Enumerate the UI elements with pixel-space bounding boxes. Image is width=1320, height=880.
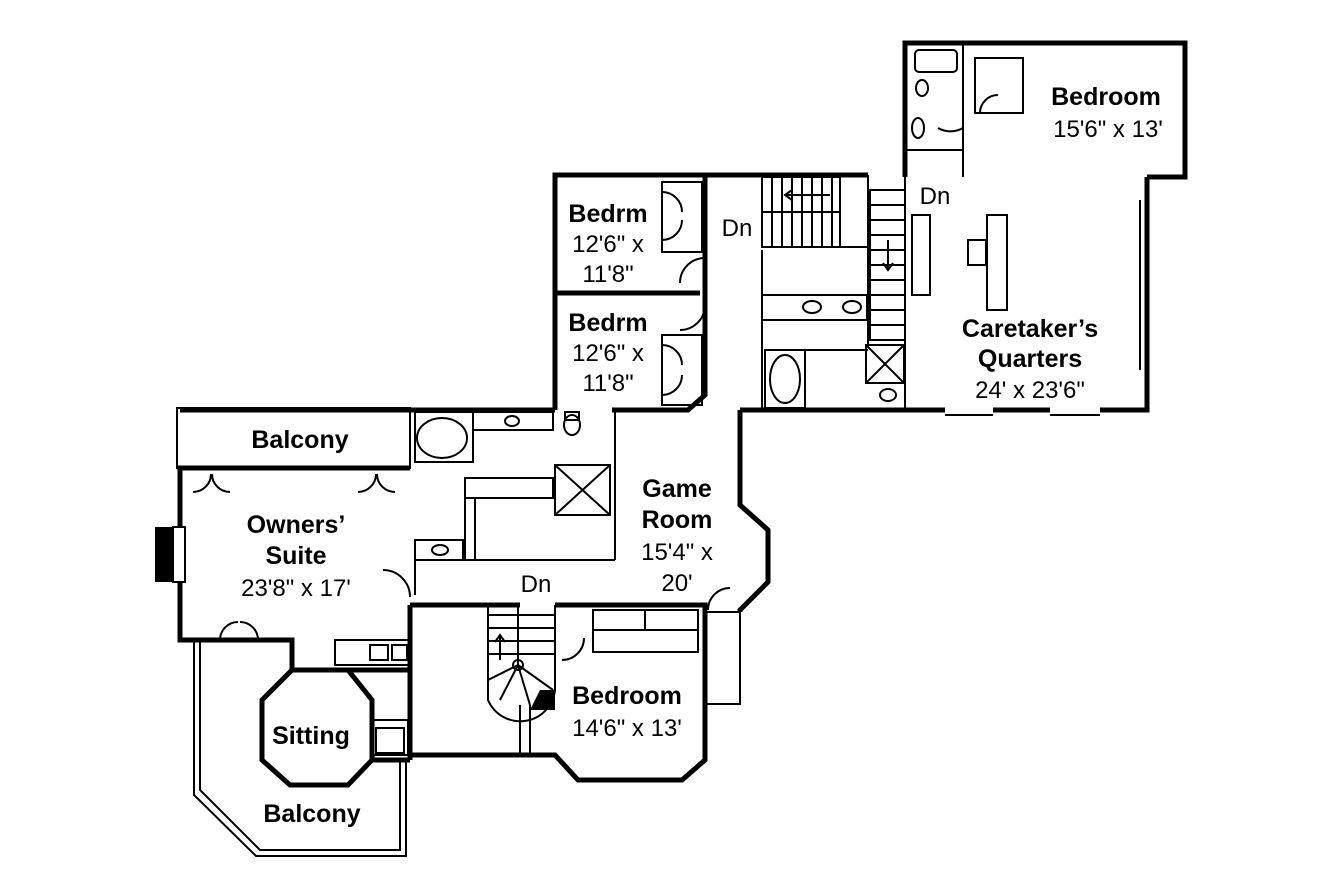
bedrm-2-size-line2: 11'8" [582, 370, 633, 397]
owners-suite-name-line2: Suite [265, 542, 326, 570]
caretakers-name-line1: Caretaker’s [962, 315, 1098, 343]
game-room-size-line1: 15'4" x [641, 539, 713, 566]
bedrm-2-size-line1: 12'6" x [572, 340, 644, 367]
bedroom-upper-size: 15'6" x 13' [1053, 116, 1163, 143]
game-room-name-line2: Room [642, 506, 713, 534]
interior-lines [176, 43, 1141, 857]
fireplace [155, 527, 173, 582]
bedrm-1-size-line2: 11'8" [582, 261, 633, 288]
stair-dn-lower: Dn [521, 571, 552, 598]
fireplace-hearth [172, 526, 186, 583]
bedrm-2-name: Bedrm [568, 309, 647, 337]
caretakers-size: 24' x 23'6" [975, 377, 1085, 404]
owners-suite-name-line1: Owners’ [247, 511, 346, 539]
stair-arrows [494, 189, 894, 660]
bedroom-upper-name: Bedroom [1051, 83, 1161, 111]
balcony-top-name: Balcony [251, 426, 348, 454]
stair-dn-upper-left: Dn [722, 215, 753, 242]
bedrm-1-size-line1: 12'6" x [572, 231, 644, 258]
caretakers-name-line2: Quarters [978, 345, 1082, 373]
exterior-walls [177, 40, 1188, 788]
stair-treads-upper [762, 177, 840, 247]
stair-dn-upper-right: Dn [920, 183, 951, 210]
bedrm-1-name: Bedrm [568, 200, 647, 228]
bedroom-lower-name: Bedroom [572, 682, 682, 710]
game-room-size-line2: 20' [661, 570, 692, 597]
sitting-name: Sitting [272, 722, 350, 750]
balcony-bottom-name: Balcony [263, 800, 360, 828]
owners-suite-size: 23'8" x 17' [241, 575, 351, 602]
spiral-stair-landing [530, 690, 555, 710]
bedroom-lower-size: 14'6" x 13' [572, 715, 682, 742]
game-room-name-line1: Game [642, 475, 712, 503]
